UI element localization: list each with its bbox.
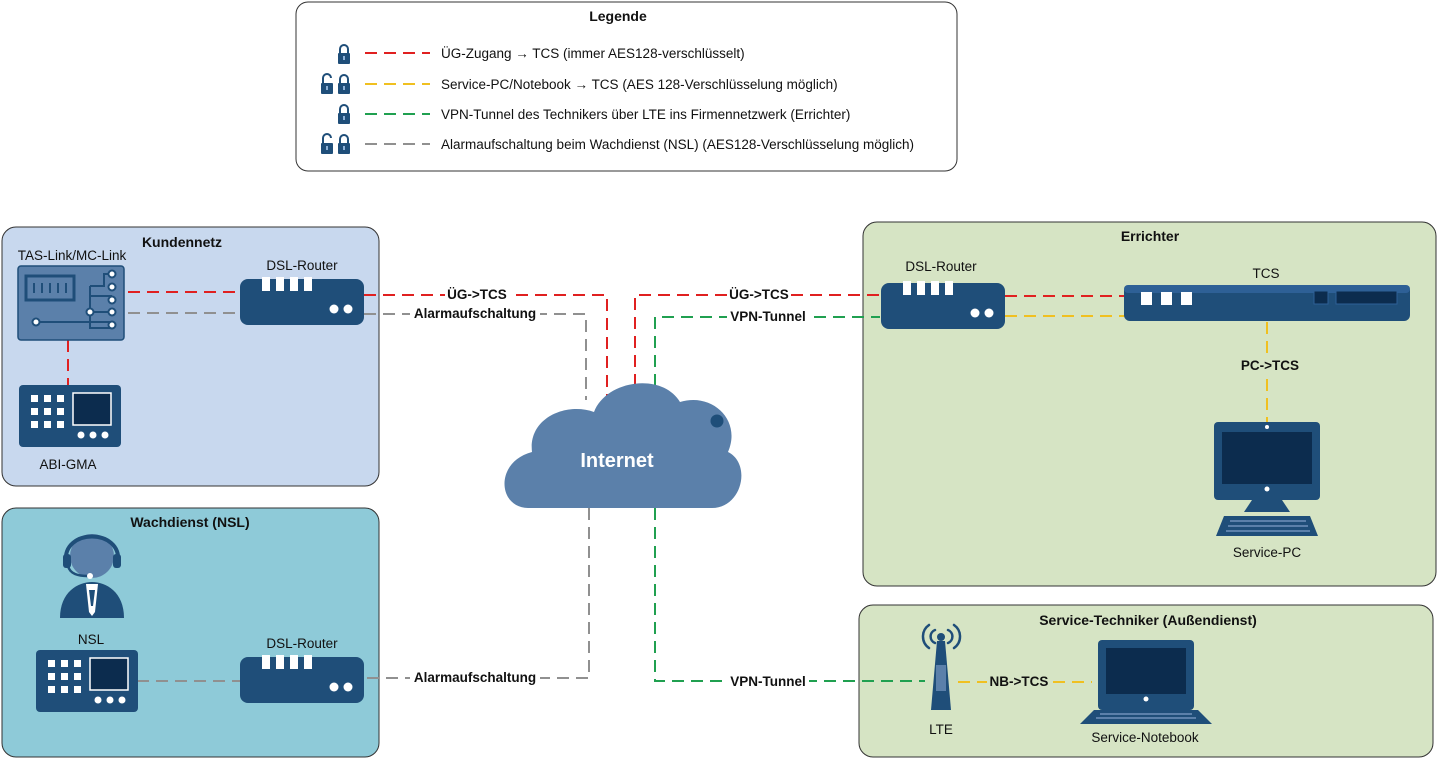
cloud-icon xyxy=(504,383,742,508)
tcs-device xyxy=(1124,285,1410,321)
zone-title: Kundennetz xyxy=(142,234,222,250)
lte-antenna-icon xyxy=(921,623,962,710)
internet-cloud: Internet xyxy=(504,383,742,508)
cloud-dot xyxy=(710,414,724,428)
zone-wachdienst: Wachdienst (NSL) xyxy=(1,507,380,758)
abi-gma-device xyxy=(18,384,122,448)
legend-text: ÜG-Zugang → TCS (immer AES128-verschlüss… xyxy=(441,46,745,61)
zone-title: Errichter xyxy=(1121,228,1180,244)
dsl-router-nsl xyxy=(240,655,364,703)
legend: Legende ÜG-Zugang → TCS (immer AES128-ve… xyxy=(295,1,958,172)
zone-box xyxy=(1,507,380,758)
line-gray-internet-nsl xyxy=(364,508,590,679)
label-vpn: VPN-Tunnel xyxy=(730,309,806,324)
zone-errichter: Errichter xyxy=(862,221,1437,587)
dsl-router-label: DSL-Router xyxy=(905,259,977,274)
label-pc-tcs: PC->TCS xyxy=(1241,358,1299,373)
zone-title: Wachdienst (NSL) xyxy=(130,514,249,530)
connection-labels: ÜG->TCS Alarmaufschaltung ÜG->TCS VPN-Tu… xyxy=(410,286,1300,690)
legend-text: Alarmaufschaltung beim Wachdienst (NSL) … xyxy=(441,137,914,152)
nsl-label: NSL xyxy=(78,632,105,647)
dsl-router-label: DSL-Router xyxy=(266,636,338,651)
tas-link-device xyxy=(17,265,125,341)
label-alarm: Alarmaufschaltung xyxy=(414,306,536,321)
tcs-label: TCS xyxy=(1253,266,1280,281)
line-green-internet-router xyxy=(654,316,880,386)
label-ug-tcs: ÜG->TCS xyxy=(447,287,507,302)
legend-text: Service-PC/Notebook → TCS (AES 128-Versc… xyxy=(441,77,838,92)
line-gray-router-internet xyxy=(364,313,587,400)
label-alarm: Alarmaufschaltung xyxy=(414,670,536,685)
laptop-icon xyxy=(1080,640,1212,724)
label-nb-tcs: NB->TCS xyxy=(990,674,1049,689)
legend-box xyxy=(295,1,958,172)
zone-title: Service-Techniker (Außendienst) xyxy=(1039,612,1257,628)
dsl-router-kunde xyxy=(240,277,364,325)
monitor-icon xyxy=(1214,422,1320,536)
label-ug-tcs: ÜG->TCS xyxy=(729,287,789,302)
legend-item-3: VPN-Tunnel des Technikers über LTE ins F… xyxy=(337,104,850,125)
service-pc-label: Service-PC xyxy=(1233,545,1302,560)
nsl-panel-device xyxy=(35,649,139,713)
line-red-internet-router xyxy=(634,294,880,386)
line-green-internet-lte xyxy=(654,508,925,682)
legend-item-2: Service-PC/Notebook → TCS (AES 128-Versc… xyxy=(320,73,838,95)
operator-headset-icon xyxy=(60,534,124,618)
chip-icon xyxy=(24,274,76,302)
label-vpn: VPN-Tunnel xyxy=(730,674,806,689)
internet-label: Internet xyxy=(580,450,654,472)
tas-link-label: TAS-Link/MC-Link xyxy=(18,248,127,263)
legend-item-4: Alarmaufschaltung beim Wachdienst (NSL) … xyxy=(320,133,914,155)
legend-title: Legende xyxy=(589,8,647,24)
dsl-router-label: DSL-Router xyxy=(266,258,338,273)
zone-box xyxy=(862,221,1437,587)
dsl-router-errichter xyxy=(881,281,1005,329)
service-notebook-label: Service-Notebook xyxy=(1091,730,1199,745)
abi-gma-label: ABI-GMA xyxy=(39,457,96,472)
legend-item-1: ÜG-Zugang → TCS (immer AES128-verschlüss… xyxy=(337,44,745,65)
legend-text: VPN-Tunnel des Technikers über LTE ins F… xyxy=(441,107,850,122)
lte-label: LTE xyxy=(929,722,953,737)
